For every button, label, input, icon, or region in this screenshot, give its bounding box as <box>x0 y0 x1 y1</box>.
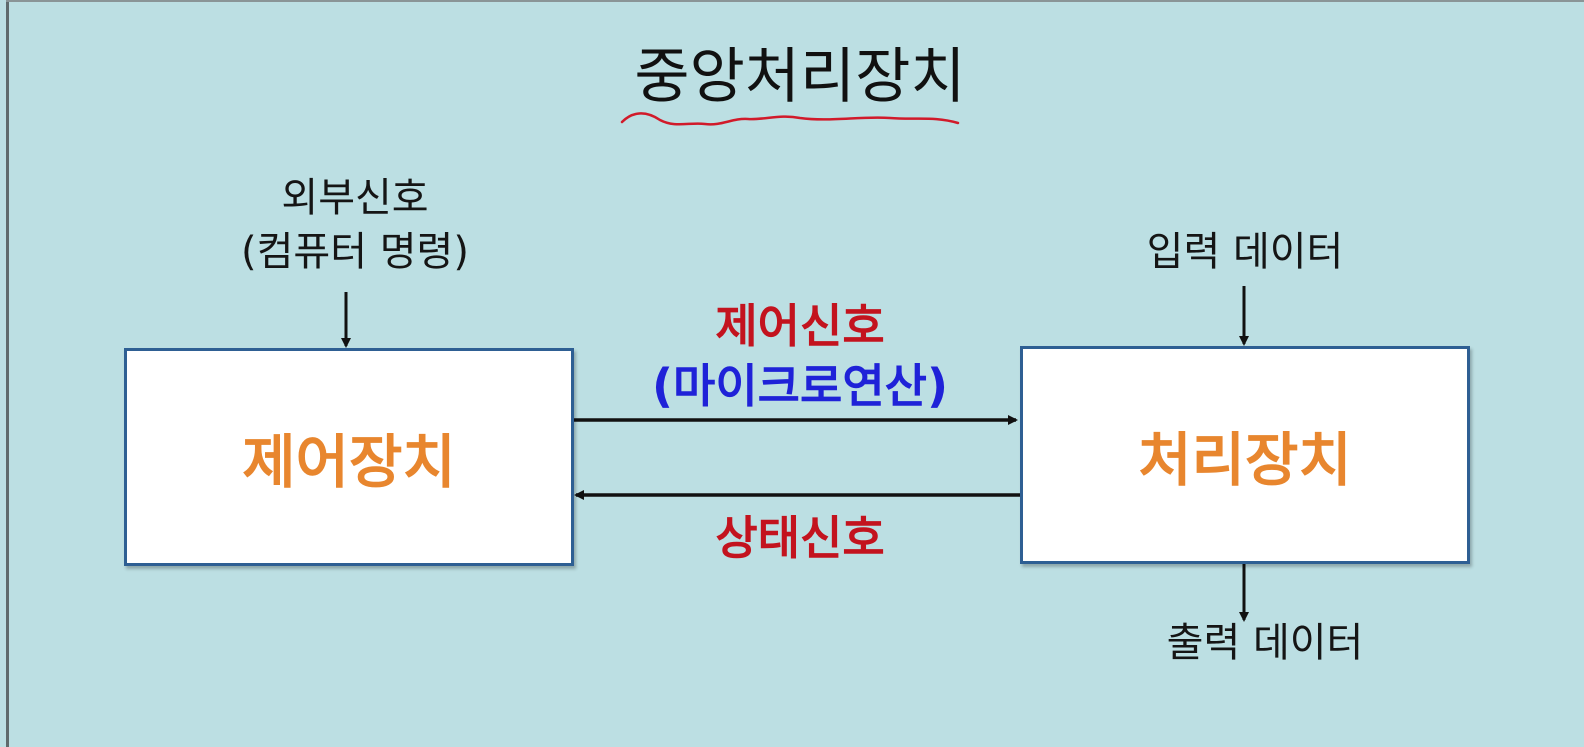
input-data-label: 입력 데이터 <box>1146 229 1344 275</box>
frame-top-border <box>6 0 1584 2</box>
control-unit-box: 제어장치 <box>124 348 574 566</box>
micro-operation-label: (마이크로연산) <box>652 359 948 413</box>
external-signal-label: 외부신호 <box>281 175 429 221</box>
processing-unit-box: 처리장치 <box>1020 346 1470 564</box>
frame-left-border <box>6 0 9 747</box>
external-signal-sub-label: (컴퓨터 명령) <box>241 229 469 275</box>
status-signal-label: 상태신호 <box>715 511 885 565</box>
output-data-label: 출력 데이터 <box>1166 620 1364 666</box>
diagram-title: 중앙처리장치 <box>634 42 966 112</box>
control-unit-label: 제어장치 <box>242 428 456 496</box>
control-signal-label: 제어신호 <box>715 299 885 353</box>
processing-unit-label: 처리장치 <box>1138 426 1352 494</box>
title-underline <box>620 112 960 126</box>
